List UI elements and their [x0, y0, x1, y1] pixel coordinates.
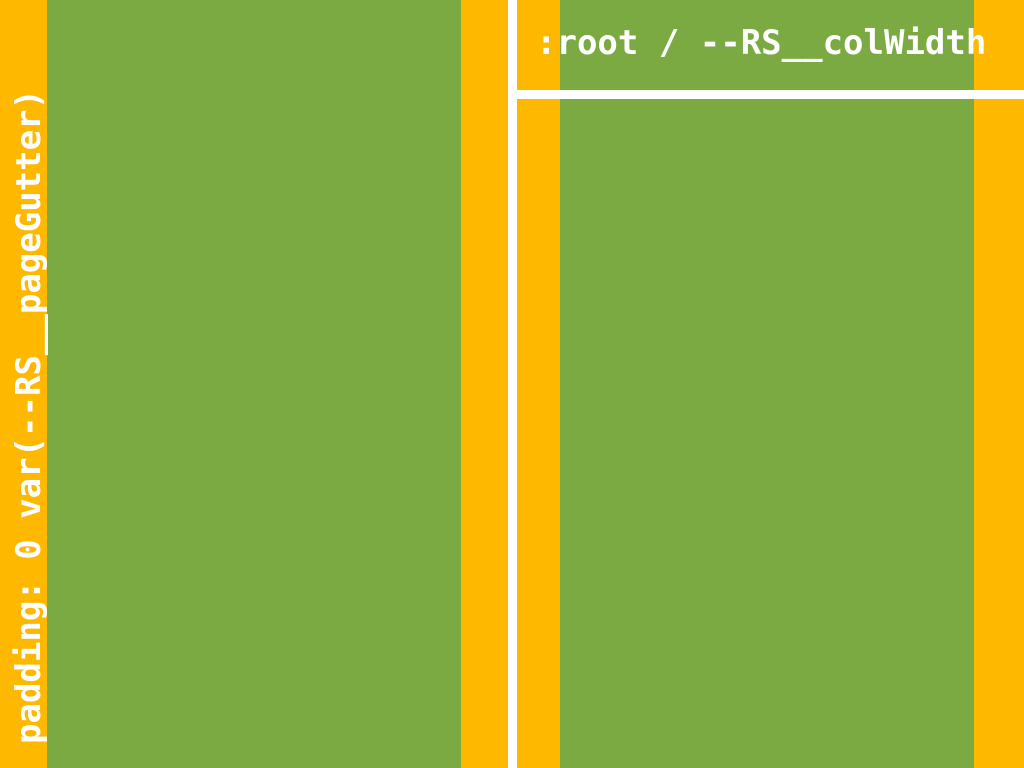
col-width-divider — [517, 90, 1024, 99]
left-page-content-column — [47, 0, 461, 768]
page-gutter-label: padding: 0 var(--RS__pageGutter) — [9, 88, 49, 744]
right-page-content-column — [560, 0, 974, 768]
page-divider — [508, 0, 517, 768]
col-width-label: :root / --RS__colWidth — [536, 23, 987, 63]
